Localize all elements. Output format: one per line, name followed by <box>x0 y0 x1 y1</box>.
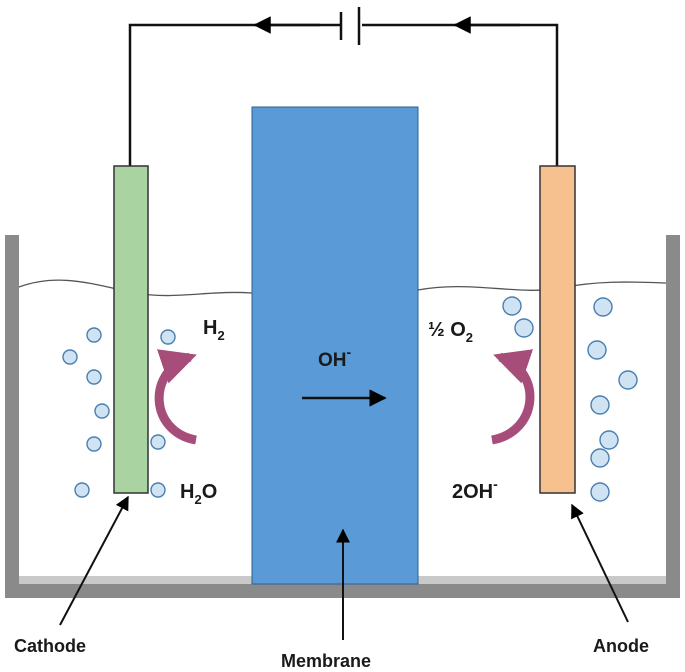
bubble <box>590 395 610 415</box>
membrane <box>251 106 419 585</box>
anode-bubbles <box>502 296 638 502</box>
bubble <box>587 340 607 360</box>
oh-label: OH- <box>318 344 352 371</box>
bubble <box>590 448 610 468</box>
bubble <box>590 482 610 502</box>
half-o2-label: ½ O2 <box>428 319 473 345</box>
bubble <box>86 369 102 385</box>
bubble <box>599 430 619 450</box>
bubble <box>618 370 638 390</box>
cathode-pointer-arrow <box>59 495 129 626</box>
anode-pointer-arrow <box>571 503 629 623</box>
bubble <box>514 318 534 338</box>
two-oh-label: 2OH- <box>452 476 498 503</box>
h2o-label: H2O <box>180 481 217 507</box>
cathode-bubbles <box>62 327 176 498</box>
bubble <box>502 296 522 316</box>
bubble <box>74 482 90 498</box>
bubble <box>94 403 110 419</box>
cathode-reaction-arrow <box>154 349 198 445</box>
bubble <box>62 349 78 365</box>
cathode-electrode <box>113 165 149 494</box>
h2-label: H2 <box>203 317 225 343</box>
anode-electrode <box>539 165 576 494</box>
anode-label: Anode <box>593 636 649 656</box>
bubble <box>150 434 166 450</box>
bubble <box>593 297 613 317</box>
bubble <box>160 329 176 345</box>
cathode-label: Cathode <box>14 636 86 656</box>
membrane-label: Membrane <box>281 651 371 671</box>
bubble <box>86 436 102 452</box>
anode-reaction-arrow <box>490 349 535 445</box>
external-circuit <box>128 7 559 166</box>
bubble <box>150 482 166 498</box>
bubble <box>86 327 102 343</box>
